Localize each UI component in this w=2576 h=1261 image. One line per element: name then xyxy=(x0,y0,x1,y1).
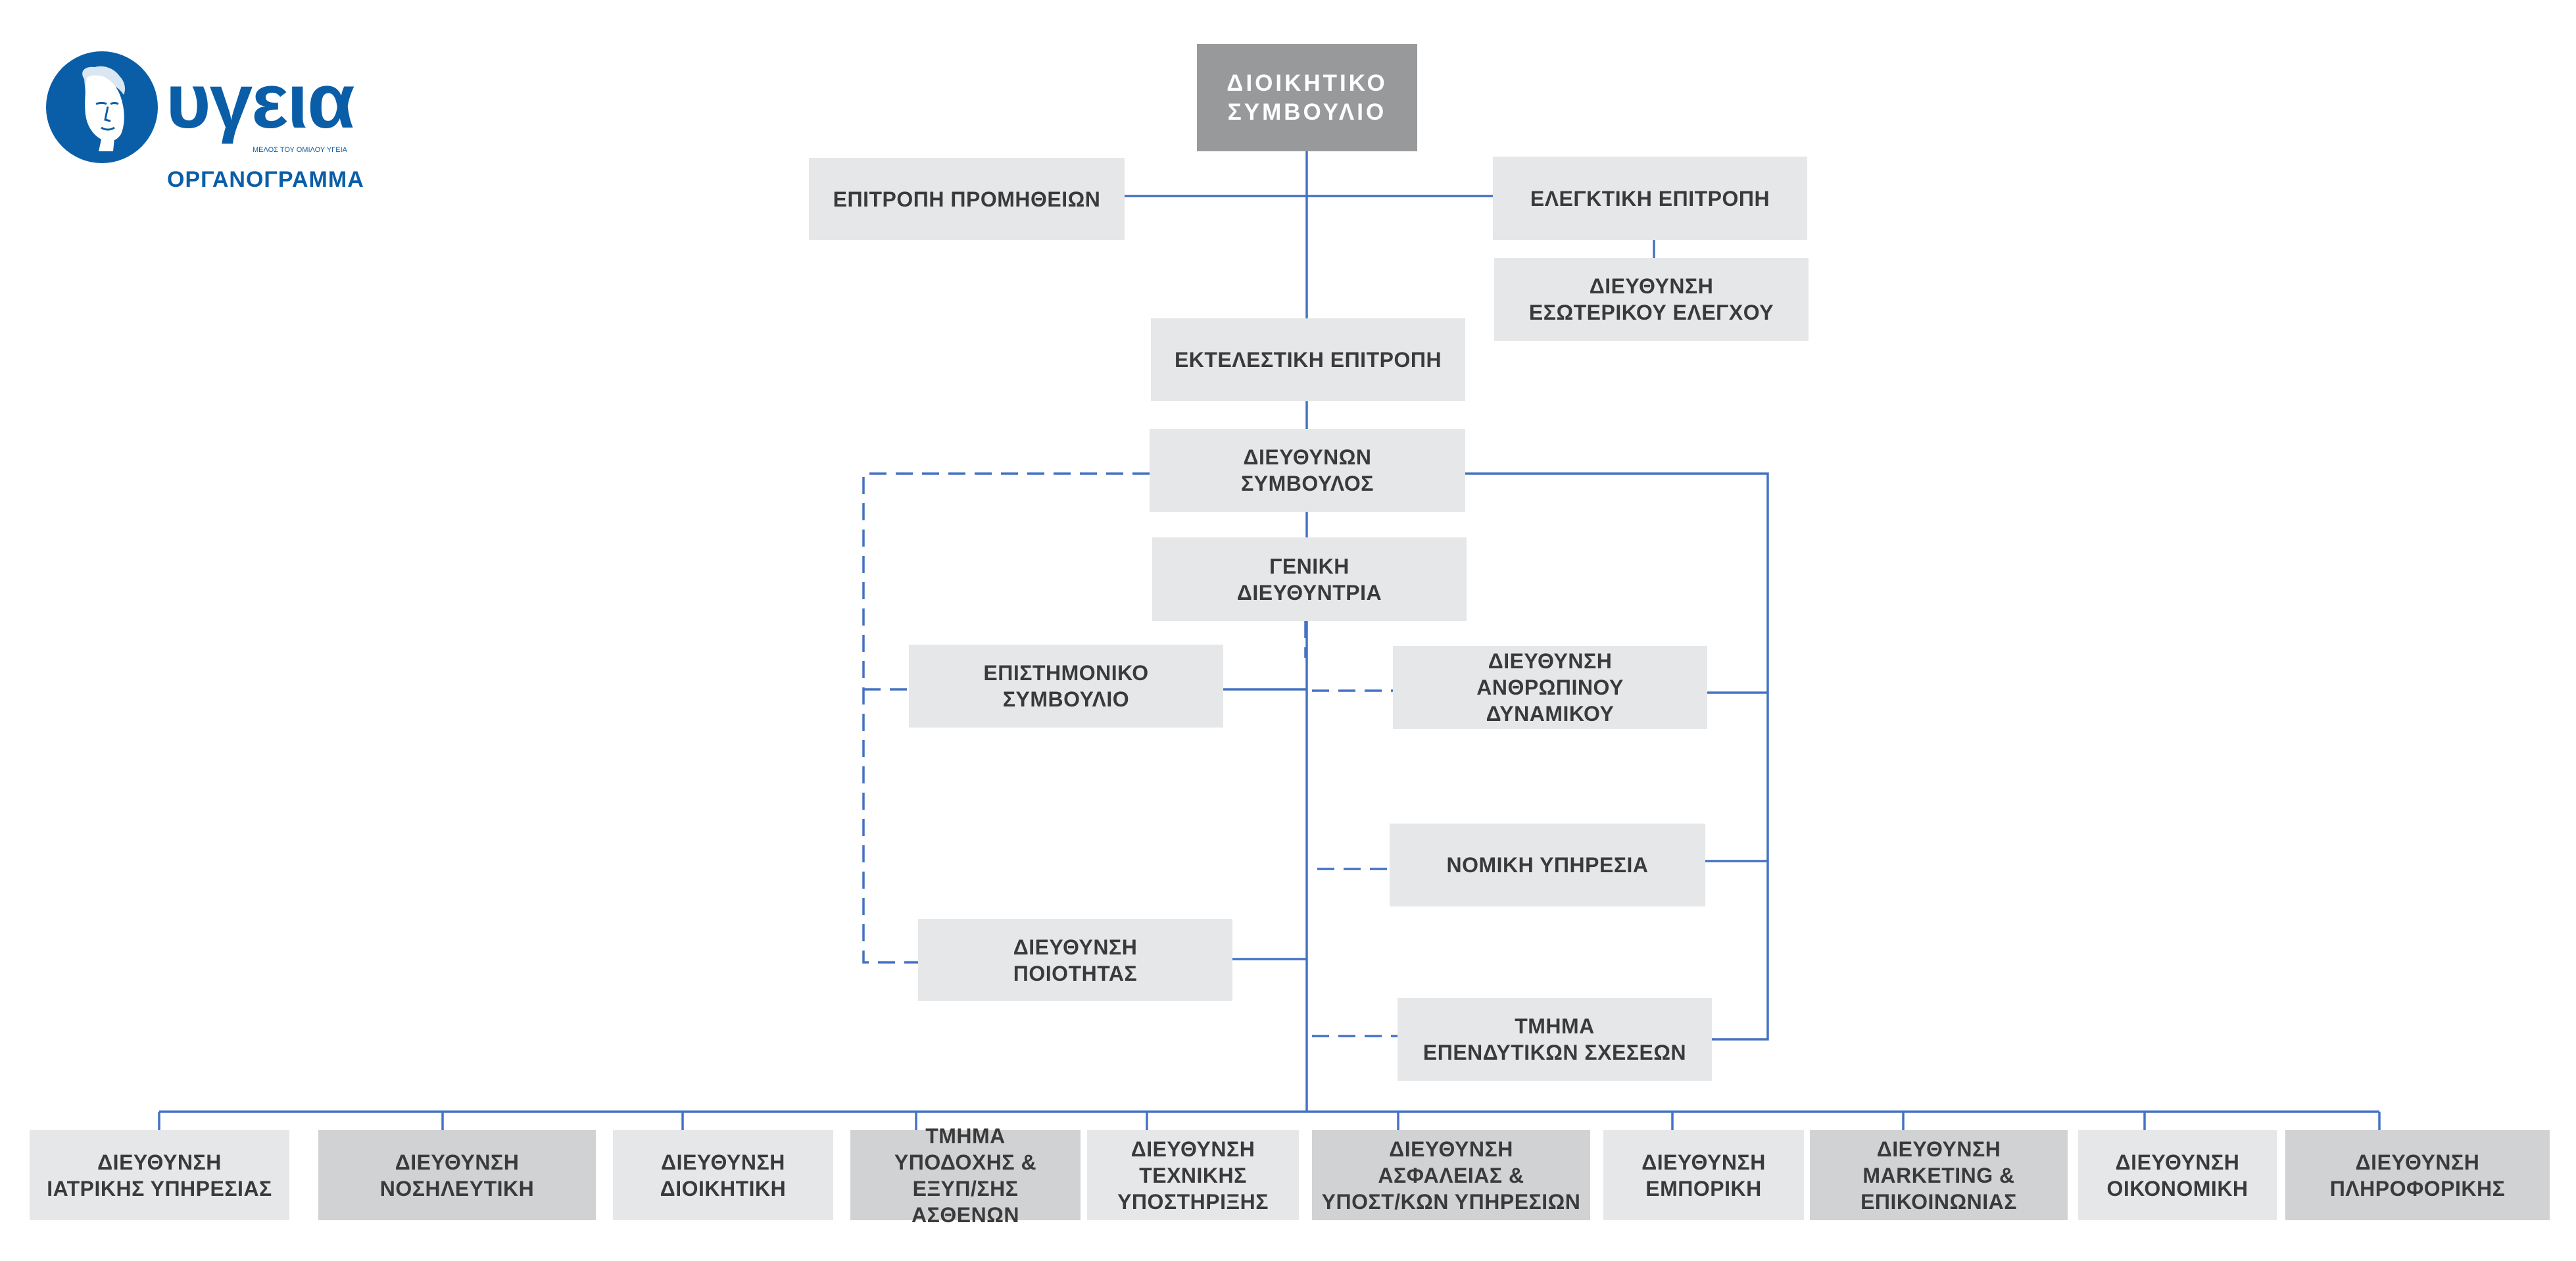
general-manager-box: ΓΕΝΙΚΗ ΔΙΕΥΘΥΝΤΡΙΑ xyxy=(1152,537,1467,621)
investor-relations-label: ΤΜΗΜΑ ΕΠΕΝΔΥΤΙΚΩΝ ΣΧΕΣΕΩΝ xyxy=(1422,1014,1687,1064)
procurement-committee-box: ΕΠΙΤΡΟΠΗ ΠΡΟΜΗΘΕΙΩΝ xyxy=(809,158,1125,240)
department-box: ΔΙΕΥΘΥΝΣΗ ΟΙΚΟΝΟΜΙΚΗ xyxy=(2078,1130,2277,1220)
executive-committee-box: ΕΚΤΕΛΕΣΤΙΚΗ ΕΠΙΤΡΟΠΗ xyxy=(1151,318,1465,401)
legal-service-label: ΝΟΜΙΚΗ ΥΠΗΡΕΣΙΑ xyxy=(1446,853,1649,877)
department-label: ΔΙΕΥΘΥΝΣΗ ΕΜΠΟΡΙΚΗ xyxy=(1641,1150,1766,1200)
department-label: ΔΙΕΥΘΥΝΣΗ ΙΑΤΡΙΚΗΣ ΥΠΗΡΕΣΙΑΣ xyxy=(47,1150,272,1200)
legal-service-box: ΝΟΜΙΚΗ ΥΠΗΡΕΣΙΑ xyxy=(1390,824,1705,906)
internal-audit-box: ΔΙΕΥΘΥΝΣΗ ΕΣΩΤΕΡΙΚΟΥ ΕΛΕΓΧΟΥ xyxy=(1494,258,1809,341)
company-logo: υγεια ΜΕΛΟΣ ΤΟΥ ΟΜΙΛΟΥ ΥΓΕΙΑ ΟΡΓΑΝΟΓΡΑΜΜ… xyxy=(46,51,364,203)
scientific-council-label: ΕΠΙΣΤΗΜΟΝΙΚΟ ΣΥΜΒΟΥΛΙΟ xyxy=(983,661,1149,711)
audit-committee-box: ΕΛΕΓΚΤΙΚΗ ΕΠΙΤΡΟΠΗ xyxy=(1493,157,1807,240)
ceo-label: ΔΙΕΥΘΥΝΩΝ ΣΥΜΒΟΥΛΟΣ xyxy=(1241,445,1374,495)
general-manager-label: ΓΕΝΙΚΗ ΔΙΕΥΘΥΝΤΡΙΑ xyxy=(1236,554,1382,605)
left-dashed-bracket xyxy=(862,472,1150,964)
quality-directorate-box: ΔΙΕΥΘΥΝΣΗ ΠΟΙΟΤΗΤΑΣ xyxy=(918,919,1232,1001)
department-label: ΔΙΕΥΘΥΝΣΗ ΑΣΦΑΛΕΙΑΣ & ΥΠΟΣΤ/ΚΩΝ ΥΠΗΡΕΣΙΩ… xyxy=(1321,1137,1581,1214)
department-box: ΔΙΕΥΘΥΝΣΗ ΔΙΟΙΚΗΤΙΚΗ xyxy=(613,1130,833,1220)
investor-relations-box: ΤΜΗΜΑ ΕΠΕΝΔΥΤΙΚΩΝ ΣΧΕΣΕΩΝ xyxy=(1397,998,1712,1081)
department-box: ΔΙΕΥΘΥΝΣΗ ΕΜΠΟΡΙΚΗ xyxy=(1603,1130,1804,1220)
board-of-directors-box: ΔΙΟΙΚΗΤΙΚΟ ΣΥΜΒΟΥΛΙΟ xyxy=(1197,44,1417,151)
chart-title: ΟΡΓΑΝΟΓΡΑΜΜΑ xyxy=(167,167,364,192)
board-of-directors-label: ΔΙΟΙΚΗΤΙΚΟ ΣΥΜΒΟΥΛΙΟ xyxy=(1227,70,1388,125)
hygeia-head-logo-icon xyxy=(46,51,158,163)
department-label: ΔΙΕΥΘΥΝΣΗ ΔΙΟΙΚΗΤΙΚΗ xyxy=(660,1150,787,1200)
department-box: ΔΙΕΥΘΥΝΣΗ ΠΛΗΡΟΦΟΡΙΚΗΣ xyxy=(2285,1130,2550,1220)
scientific-council-box: ΕΠΙΣΤΗΜΟΝΙΚΟ ΣΥΜΒΟΥΛΙΟ xyxy=(909,645,1223,728)
right-bracket-connector xyxy=(1465,472,1769,1041)
department-label: ΔΙΕΥΘΥΝΣΗ ΤΕΧΝΙΚΗΣ ΥΠΟΣΤΗΡΙΞΗΣ xyxy=(1117,1137,1269,1214)
hr-directorate-box: ΔΙΕΥΘΥΝΣΗ ΑΝΘΡΩΠΙΝΟΥ ΔΥΝΑΜΙΚΟΥ xyxy=(1393,646,1707,729)
department-box: ΔΙΕΥΘΥΝΣΗ MARKETING & ΕΠΙΚΟΙΝΩΝΙΑΣ xyxy=(1810,1130,2068,1220)
department-label: ΔΙΕΥΘΥΝΣΗ MARKETING & ΕΠΙΚΟΙΝΩΝΙΑΣ xyxy=(1860,1137,2017,1214)
quality-directorate-label: ΔΙΕΥΘΥΝΣΗ ΠΟΙΟΤΗΤΑΣ xyxy=(1013,935,1138,985)
department-box: ΔΙΕΥΘΥΝΣΗ ΙΑΤΡΙΚΗΣ ΥΠΗΡΕΣΙΑΣ xyxy=(30,1130,289,1220)
brand-wordmark: υγεια xyxy=(166,58,355,145)
ceo-box: ΔΙΕΥΘΥΝΩΝ ΣΥΜΒΟΥΛΟΣ xyxy=(1150,429,1465,512)
brand-tagline: ΜΕΛΟΣ ΤΟΥ ΟΜΙΛΟΥ ΥΓΕΙΑ xyxy=(253,146,347,154)
procurement-committee-label: ΕΠΙΤΡΟΠΗ ΠΡΟΜΗΘΕΙΩΝ xyxy=(833,187,1101,211)
department-label: ΔΙΕΥΘΥΝΣΗ ΟΙΚΟΝΟΜΙΚΗ xyxy=(2106,1150,2248,1200)
department-box: ΔΙΕΥΘΥΝΣΗ ΑΣΦΑΛΕΙΑΣ & ΥΠΟΣΤ/ΚΩΝ ΥΠΗΡΕΣΙΩ… xyxy=(1312,1130,1590,1220)
department-box: ΔΙΕΥΘΥΝΣΗ ΤΕΧΝΙΚΗΣ ΥΠΟΣΤΗΡΙΞΗΣ xyxy=(1087,1130,1299,1220)
department-box: ΔΙΕΥΘΥΝΣΗ ΝΟΣΗΛΕΥΤΙΚΗ xyxy=(318,1130,596,1220)
internal-audit-label: ΔΙΕΥΘΥΝΣΗ ΕΣΩΤΕΡΙΚΟΥ ΕΛΕΓΧΟΥ xyxy=(1528,274,1774,324)
department-box: ΤΜΗΜΑ ΥΠΟΔΟΧΗΣ & ΕΞΥΠ/ΣΗΣ ΑΣΘΕΝΩΝ xyxy=(850,1124,1081,1227)
audit-committee-label: ΕΛΕΓΚΤΙΚΗ ΕΠΙΤΡΟΠΗ xyxy=(1530,186,1770,210)
department-label: ΤΜΗΜΑ ΥΠΟΔΟΧΗΣ & ΕΞΥΠ/ΣΗΣ ΑΣΘΕΝΩΝ xyxy=(894,1124,1037,1227)
department-label: ΔΙΕΥΘΥΝΣΗ ΠΛΗΡΟΦΟΡΙΚΗΣ xyxy=(2329,1150,2506,1200)
hr-directorate-label: ΔΙΕΥΘΥΝΣΗ ΑΝΘΡΩΠΙΝΟΥ ΔΥΝΑΜΙΚΟΥ xyxy=(1476,649,1624,726)
department-label: ΔΙΕΥΘΥΝΣΗ ΝΟΣΗΛΕΥΤΙΚΗ xyxy=(379,1150,535,1200)
executive-committee-label: ΕΚΤΕΛΕΣΤΙΚΗ ΕΠΙΤΡΟΠΗ xyxy=(1174,348,1442,372)
